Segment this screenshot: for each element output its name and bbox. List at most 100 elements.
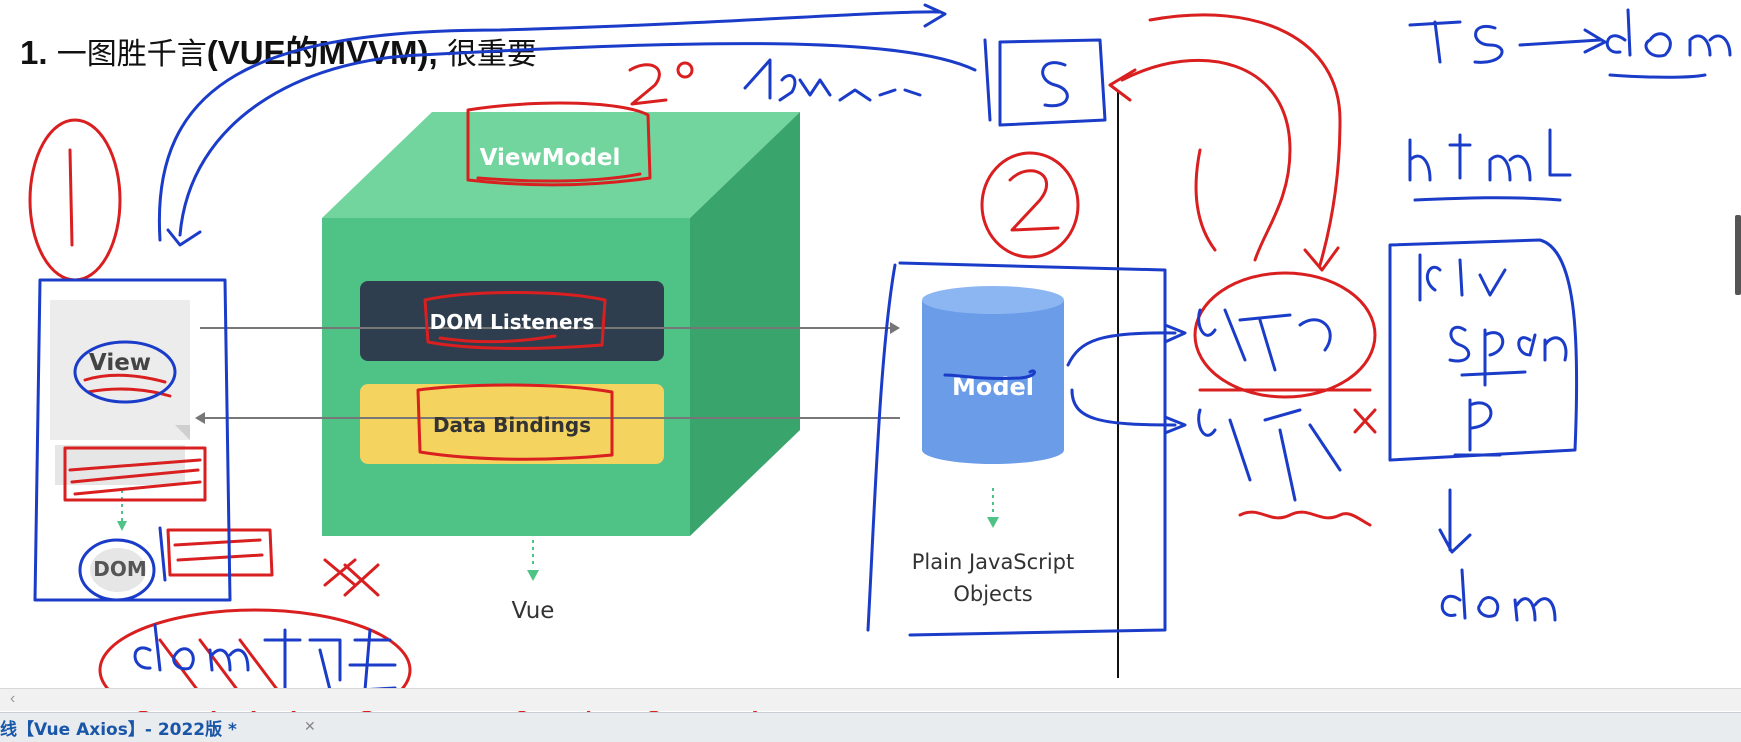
- cube-side: [690, 112, 800, 536]
- p-word: [1468, 398, 1493, 452]
- slide-heading: 1. 一图胜千言(VUE的MVVM), 很重要: [20, 26, 537, 74]
- dom-bottom-left: [133, 623, 250, 672]
- close-icon[interactable]: ✕: [304, 718, 316, 734]
- arrowhead-operate: [1163, 415, 1187, 435]
- dom-bg: [90, 548, 146, 592]
- arrow-down-right: [1438, 488, 1472, 554]
- model-caption-1: Plain JavaScript: [911, 550, 1075, 574]
- viewmodel-label: ViewModel: [479, 145, 621, 171]
- vue-arrowhead: [527, 570, 539, 581]
- vue-caption: Vue: [511, 598, 555, 624]
- dom-hatch-box: [166, 528, 274, 577]
- operate-handwriting: [1197, 408, 1342, 502]
- dom-tick: [158, 526, 167, 582]
- curve-arrowhead-1: [1108, 68, 1137, 102]
- second-arc: [178, 42, 977, 237]
- div-word: [1418, 253, 1507, 302]
- view-card: [50, 300, 190, 440]
- arrowhead-listeners: [890, 322, 900, 334]
- number-2: [628, 63, 668, 106]
- programming-chars: [263, 628, 397, 692]
- ts-S: [1473, 24, 1504, 64]
- dom-top-word: [1605, 8, 1732, 58]
- second-arc-arrowhead: [166, 228, 202, 247]
- red-annotations: [28, 13, 1377, 741]
- tsm-xml-handwriting: [743, 58, 922, 102]
- view-bracket: [33, 278, 232, 602]
- view-scribble: [83, 373, 172, 398]
- curve-arrow-3: [1194, 148, 1217, 252]
- view-card-fold: [175, 425, 190, 440]
- arrowhead-data: [1163, 323, 1187, 344]
- blue-annotations: [33, 3, 1732, 692]
- model-caption-2: Objects: [953, 582, 1033, 606]
- dom-label: DOM: [93, 557, 147, 581]
- dom-bottom-word: [1440, 568, 1557, 622]
- view-scribble-box: [63, 446, 207, 502]
- top-arc-arrowhead: [923, 3, 947, 28]
- s-box: [998, 38, 1107, 127]
- view-circle: [73, 340, 177, 404]
- curve-arrow-2: [1148, 13, 1342, 267]
- top-arc: [157, 10, 942, 242]
- viewmodel-box: [466, 101, 652, 187]
- html-underline: [1413, 196, 1562, 202]
- cube-top: [322, 112, 800, 218]
- vertical-scrollbar[interactable]: [1735, 215, 1741, 295]
- dom-listeners-box: [423, 291, 607, 350]
- model-left-bracket: [866, 263, 897, 632]
- html-word: [1408, 128, 1572, 182]
- ts-T: [1408, 20, 1462, 64]
- scroll-left-icon[interactable]: ‹: [10, 690, 16, 707]
- model-bracket: [898, 261, 1167, 637]
- model-cylinder-bottom: [922, 436, 1064, 464]
- arrow-to-operate: [1070, 388, 1177, 427]
- heading-cn-2: 很重要: [446, 37, 537, 72]
- view-arrowhead: [117, 521, 127, 531]
- data-bindings-bar: [360, 384, 664, 464]
- number-2-circled: [1008, 169, 1060, 232]
- curve-arrow-1: [1120, 59, 1292, 262]
- view-label: View: [88, 350, 152, 376]
- data-bindings-box: [416, 383, 614, 461]
- data-bindings-label: Data Bindings: [432, 413, 592, 437]
- heading-number: 1.: [20, 34, 48, 71]
- x-mark-1: [1353, 408, 1377, 434]
- s-left-line: [983, 38, 992, 122]
- viewmodel-underline: [476, 172, 642, 183]
- heading-en: (VUE的MVVM),: [206, 34, 438, 71]
- model-cylinder-top: [922, 286, 1064, 314]
- dom-circle: [78, 538, 156, 602]
- degree-mark: [676, 61, 694, 79]
- arrow-to-data: [1066, 331, 1177, 367]
- dom-listeners-scribble: [438, 334, 557, 344]
- cube-front: [322, 218, 690, 536]
- document-tab[interactable]: 线【Vue Axios】- 2022版 *: [0, 720, 237, 740]
- number-1: [68, 148, 74, 247]
- document-tab-bar: 线【Vue Axios】- 2022版 * ✕: [0, 712, 1741, 742]
- model-arrowhead: [987, 517, 999, 528]
- operate-squiggle: [1238, 510, 1372, 527]
- heading-cn-1: 一图胜千言: [56, 37, 207, 72]
- tag-box: [1388, 238, 1579, 462]
- dom-listeners-label: DOM Listeners: [429, 310, 595, 334]
- ts-arrow: [1518, 28, 1607, 54]
- span-underline: [1460, 370, 1527, 377]
- span-word: [1448, 325, 1568, 387]
- arrowhead-bindings: [195, 412, 205, 424]
- x-mark-2: [323, 558, 380, 597]
- horizontal-scrollbar[interactable]: ‹: [0, 688, 1741, 711]
- data-circle: [1193, 271, 1377, 399]
- dom-listeners-bar: [360, 281, 664, 361]
- curve-arrowhead-2: [1303, 246, 1340, 272]
- circle-number-2: [980, 151, 1080, 259]
- circle-number-1: [28, 118, 122, 282]
- dom-top-underline: [1608, 73, 1707, 79]
- data-handwriting: [1197, 308, 1332, 372]
- s-letter: [1041, 61, 1069, 108]
- view-hatching: [68, 458, 202, 496]
- model-underline: [943, 369, 1036, 380]
